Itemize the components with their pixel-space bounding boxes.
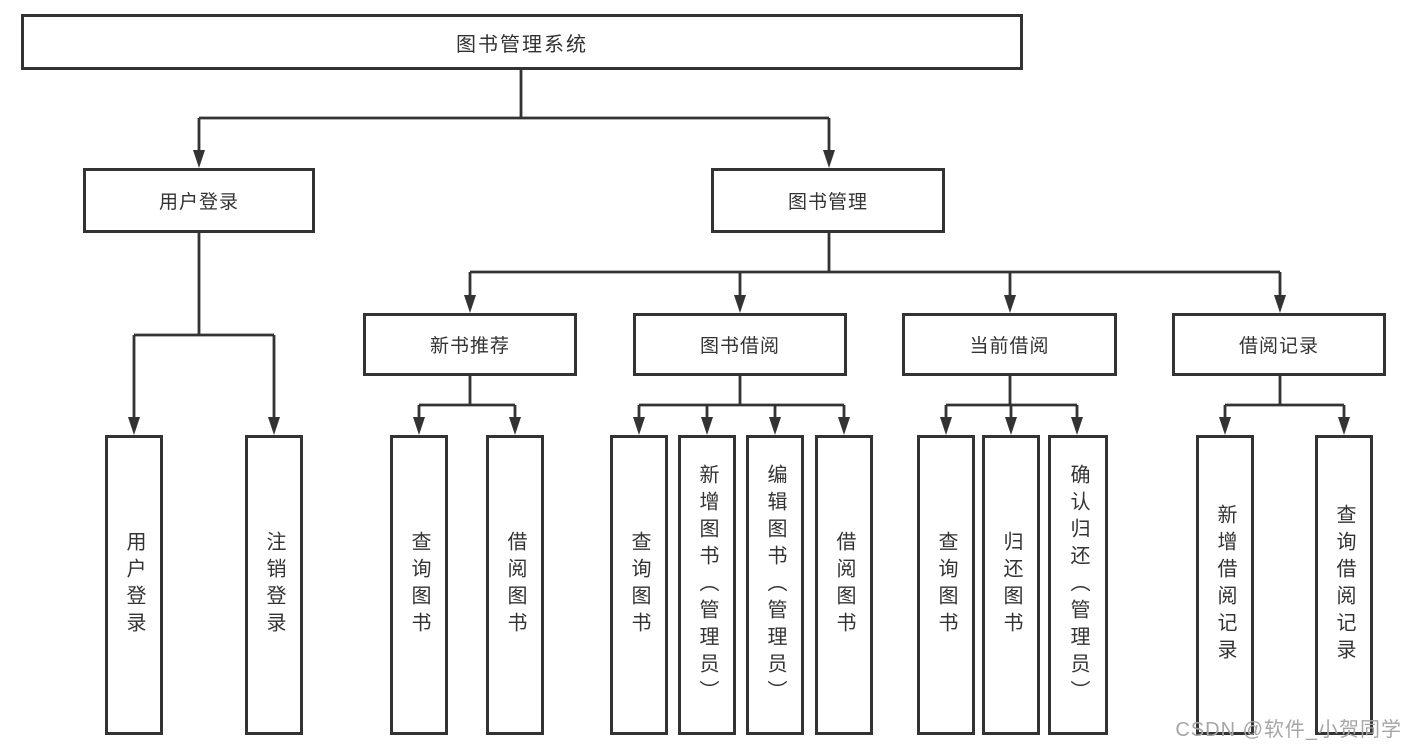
connector-new-book-recommend-children <box>413 376 521 435</box>
arrowhead-icon <box>1004 295 1016 313</box>
node-label: 查询借阅记录 <box>1333 504 1355 666</box>
node-user-login: 用户登录 <box>83 168 315 233</box>
arrowhead-icon <box>193 150 205 168</box>
node-query-books-recommend: 查询图书 <box>390 435 448 735</box>
arrowhead-icon <box>823 150 835 168</box>
arrowhead-icon <box>1071 417 1083 435</box>
arrowhead-icon <box>128 417 140 435</box>
node-label: 借阅记录 <box>1238 336 1319 357</box>
connector-user-login-children <box>128 233 280 435</box>
arrowhead-icon <box>734 295 746 313</box>
csdn-watermark: CSDN @软件_小贺同学 <box>1175 719 1402 741</box>
node-label: 图书管理系统 <box>456 33 588 56</box>
arrowhead-icon <box>940 417 952 435</box>
arrowhead-icon <box>701 417 713 435</box>
connector-current-borrow-children <box>940 376 1083 435</box>
node-borrow-books-recommend: 借阅图书 <box>486 435 544 735</box>
arrowhead-icon <box>838 417 850 435</box>
arrowhead-icon <box>769 417 781 435</box>
node-label: 图书管理 <box>787 192 868 213</box>
node-label: 新书推荐 <box>429 336 510 357</box>
node-edit-book-admin: 编辑图书（管理员） <box>746 435 804 735</box>
arrowhead-icon <box>633 417 645 435</box>
node-label: 用户登录 <box>158 192 239 213</box>
arrowhead-icon <box>1338 417 1350 435</box>
node-label: 用户登录 <box>123 531 145 639</box>
node-library-management-system: 图书管理系统 <box>21 14 1023 70</box>
node-label: 查询图书 <box>935 531 957 639</box>
node-book-borrow: 图书借阅 <box>633 313 847 376</box>
node-label: 注销登录 <box>263 531 285 639</box>
node-label: 查询图书 <box>408 531 430 639</box>
node-label: 借阅图书 <box>833 531 855 639</box>
arrowhead-icon <box>1274 295 1286 313</box>
node-query-books-current: 查询图书 <box>917 435 975 735</box>
node-book-management: 图书管理 <box>711 168 945 233</box>
node-label: 借阅图书 <box>504 531 526 639</box>
arrowhead-icon <box>1219 417 1231 435</box>
node-query-borrow-record: 查询借阅记录 <box>1315 435 1373 735</box>
node-user-login-leaf: 用户登录 <box>105 435 163 735</box>
node-add-borrow-record: 新增借阅记录 <box>1196 435 1254 735</box>
node-new-book-recommend: 新书推荐 <box>363 313 577 376</box>
arrowhead-icon <box>268 417 280 435</box>
node-return-books: 归还图书 <box>982 435 1040 735</box>
node-confirm-return-admin: 确认归还（管理员） <box>1048 435 1108 735</box>
node-label: 编辑图书（管理员） <box>764 463 786 707</box>
node-label: 确认归还（管理员） <box>1067 463 1089 707</box>
node-query-books-borrow: 查询图书 <box>610 435 668 735</box>
node-label: 新增图书（管理员） <box>696 463 718 707</box>
node-logout: 注销登录 <box>245 435 303 735</box>
arrowhead-icon <box>1005 417 1017 435</box>
connector-book-borrow-children <box>633 376 850 435</box>
connector-borrow-records-children <box>1219 376 1350 435</box>
node-label: 当前借阅 <box>969 336 1050 357</box>
node-current-borrow: 当前借阅 <box>902 313 1117 376</box>
node-label: 图书借阅 <box>699 336 780 357</box>
node-label: 查询图书 <box>628 531 650 639</box>
node-label: 归还图书 <box>1000 531 1022 639</box>
connector-book-management-children <box>464 233 1286 313</box>
node-add-book-admin: 新增图书（管理员） <box>678 435 736 735</box>
node-borrow-books-leaf: 借阅图书 <box>815 435 873 735</box>
node-label: 新增借阅记录 <box>1214 504 1236 666</box>
arrowhead-icon <box>413 417 425 435</box>
arrowhead-icon <box>464 295 476 313</box>
arrowhead-icon <box>509 417 521 435</box>
node-borrow-records: 借阅记录 <box>1172 313 1386 376</box>
connector-root-to-level2 <box>193 70 835 168</box>
